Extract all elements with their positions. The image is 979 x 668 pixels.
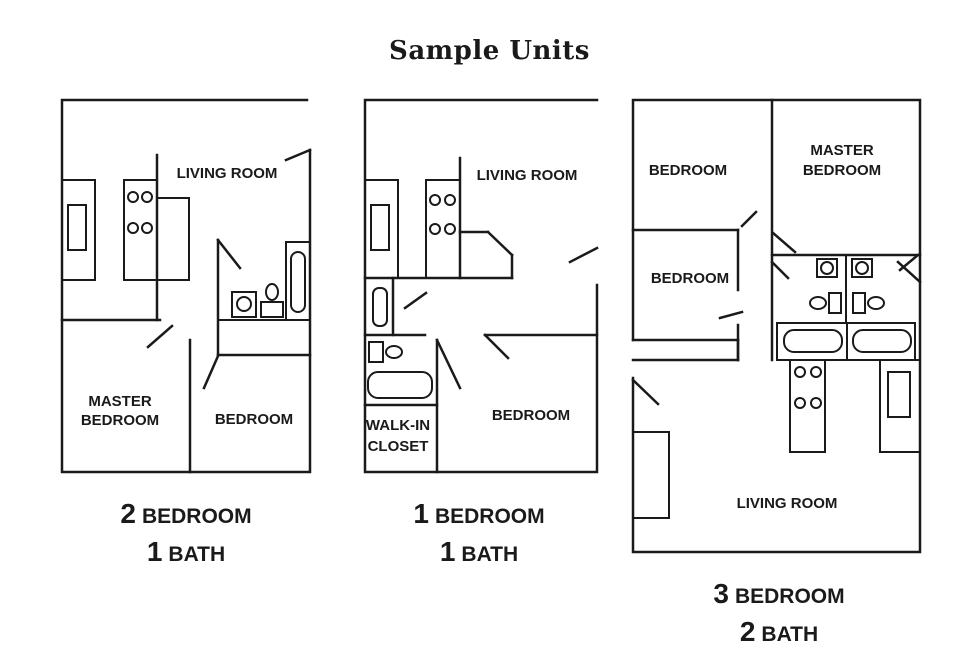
- unit2-bedroom-label: BEDROOM: [492, 407, 570, 424]
- unit1-master-label-line1: MASTER: [88, 393, 152, 410]
- unit2-bathroom: [367, 287, 433, 399]
- unit1-kitchen-counters: [61, 179, 190, 281]
- unit2-closet-label-line2: CLOSET: [368, 438, 429, 455]
- unit-1-bedroom-plan: LIVING ROOM WALK-IN CLOSET BEDROOM: [363, 98, 599, 474]
- unit2-kitchen-counters: [364, 179, 461, 279]
- unit-2-bedroom-plan: LIVING ROOM MASTER BEDROOM BEDROOM: [60, 98, 312, 474]
- unit3-stove-icon: [794, 366, 822, 409]
- unit1-living-room-label: LIVING ROOM: [177, 165, 278, 182]
- unit1-bathroom: [218, 241, 311, 321]
- unit2-closet-label-line1: WALK-IN: [366, 417, 430, 434]
- unit3-living-room-label: LIVING ROOM: [737, 495, 838, 512]
- page-title: Sample Units: [389, 36, 590, 66]
- unit3-bathrooms: [776, 255, 916, 361]
- unit1-walls: [60, 98, 312, 474]
- unit3-master-label-line1: MASTER: [810, 142, 874, 159]
- unit1-master-label-line2: BEDROOM: [81, 412, 159, 429]
- unit2-living-room-label: LIVING ROOM: [477, 167, 578, 184]
- unit2-stove-icon: [429, 194, 456, 235]
- unit-3-bedroom-plan: BEDROOM MASTER BEDROOM BEDROOM LIVING RO…: [631, 98, 922, 554]
- unit3-kitchen-counters: [632, 359, 921, 519]
- unit1-stove-icon: [127, 191, 153, 234]
- unit3-bedroom-a-label: BEDROOM: [649, 162, 727, 179]
- unit3-bedroom-b-label: BEDROOM: [651, 270, 729, 287]
- unit1-bedroom-label: BEDROOM: [215, 411, 293, 428]
- unit3-master-label-line2: BEDROOM: [803, 162, 881, 179]
